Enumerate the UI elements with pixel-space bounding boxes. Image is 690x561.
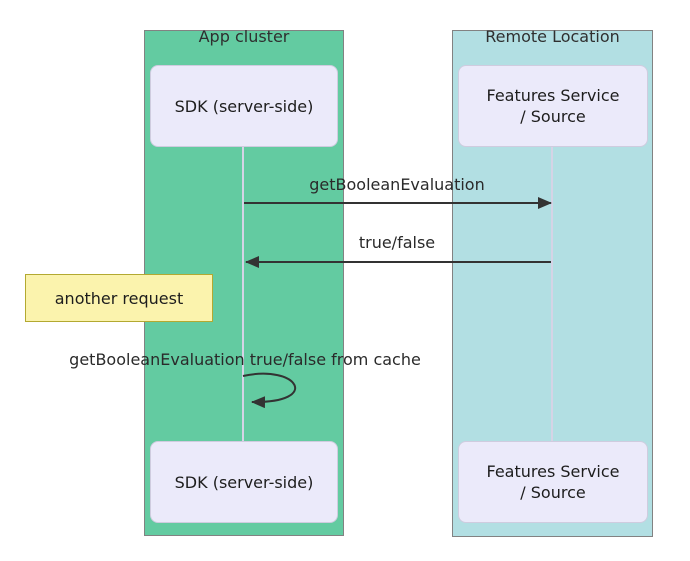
participant-features-label-line2: / Source — [520, 107, 586, 126]
lifeline-sdk — [242, 147, 244, 442]
group-app-cluster-title: App cluster — [198, 27, 290, 46]
group-remote-location-title: Remote Location — [485, 27, 620, 46]
lifeline-features — [551, 147, 553, 442]
participant-sdk-bottom: SDK (server-side) — [150, 441, 338, 523]
message-label-get-boolean-evaluation: getBooleanEvaluation — [309, 175, 485, 194]
note-another-request: another request — [25, 274, 213, 322]
participant-sdk-label: SDK (server-side) — [174, 96, 314, 116]
participant-features-top: Features Service / Source — [458, 65, 648, 147]
participant-features-label-line2: / Source — [520, 483, 586, 502]
participant-features-label-line1: Features Service — [486, 86, 620, 105]
note-label: another request — [54, 288, 184, 308]
message-label-from-cache: getBooleanEvaluation true/false from cac… — [69, 350, 421, 369]
participant-sdk-top: SDK (server-side) — [150, 65, 338, 147]
participant-sdk-label: SDK (server-side) — [174, 472, 314, 492]
participant-features-bottom: Features Service / Source — [458, 441, 648, 523]
message-label-true-false: true/false — [358, 233, 436, 252]
participant-features-label-line1: Features Service — [486, 462, 620, 481]
